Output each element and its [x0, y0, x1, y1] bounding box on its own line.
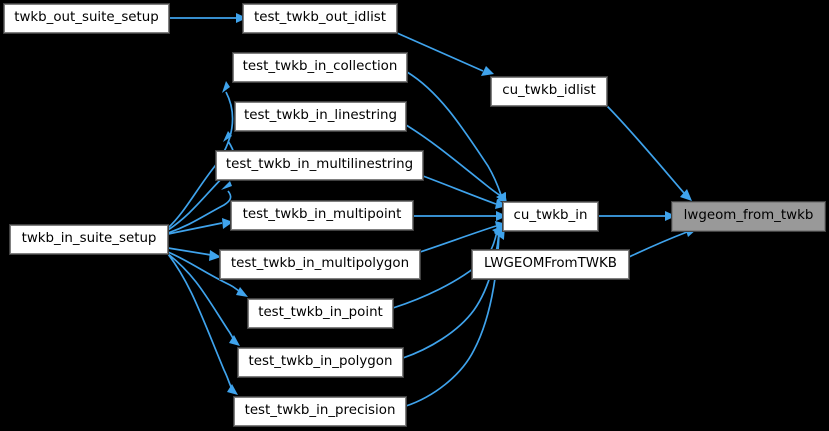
node-label: test_twkb_in_polygon — [248, 354, 393, 370]
node-label: twkb_out_suite_setup — [14, 10, 159, 26]
node-label: test_twkb_in_linestring — [243, 108, 398, 124]
node-label: lwgeom_from_twkb — [683, 208, 814, 224]
node-label: test_twkb_out_idlist — [253, 10, 387, 26]
node-label: test_twkb_in_collection — [242, 59, 398, 75]
arrowhead — [236, 287, 248, 297]
edge-twkb_in_suite_setup-test_twkb_in_multilinestring — [167, 190, 232, 234]
arrowhead — [680, 189, 692, 201]
arrowhead — [229, 335, 240, 346]
arrowhead — [222, 81, 230, 93]
arrowhead — [221, 181, 232, 190]
node-test-twkb-in-multilinestring[interactable]: test_twkb_in_multilinestring — [215, 150, 424, 181]
node-cu-twkb-idlist[interactable]: cu_twkb_idlist — [490, 76, 608, 107]
node-test-twkb-in-linestring[interactable]: test_twkb_in_linestring — [234, 101, 407, 132]
node-twkb-in-suite-setup[interactable]: twkb_in_suite_setup — [9, 224, 169, 255]
arrowhead — [223, 131, 232, 142]
edge-LWGEOMFromTWKB-lwgeom_from_twkb — [628, 231, 688, 258]
node-label: test_twkb_in_multilinestring — [225, 157, 414, 173]
node-label: test_twkb_in_multipolygon — [230, 256, 410, 272]
edge-twkb_in_suite_setup-test_twkb_in_multipolygon — [167, 247, 212, 256]
node-test-twkb-in-polygon[interactable]: test_twkb_in_polygon — [237, 347, 404, 378]
node-label: test_twkb_in_multipoint — [242, 207, 402, 223]
node-label: test_twkb_in_point — [258, 305, 383, 321]
node-test-twkb-in-precision[interactable]: test_twkb_in_precision — [233, 396, 407, 427]
node-lwgeomfromtwkb[interactable]: LWGEOMFromTWKB — [471, 249, 630, 280]
edge-twkb_in_suite_setup-test_twkb_in_multipoint — [167, 222, 223, 235]
node-lwgeom-from-twkb[interactable]: lwgeom_from_twkb — [671, 201, 826, 232]
node-test-twkb-in-collection[interactable]: test_twkb_in_collection — [232, 52, 408, 83]
arrowhead — [227, 384, 238, 395]
node-cu-twkb-in[interactable]: cu_twkb_in — [502, 201, 599, 232]
node-label: cu_twkb_in — [513, 208, 588, 224]
node-label: LWGEOMFromTWKB — [484, 256, 617, 272]
edge-test_twkb_out_idlist-cu_twkb_idlist — [396, 32, 484, 72]
node-test-twkb-out-idlist[interactable]: test_twkb_out_idlist — [242, 3, 398, 34]
arrowhead — [481, 66, 494, 76]
node-test-twkb-in-multipoint[interactable]: test_twkb_in_multipoint — [230, 200, 414, 231]
node-label: test_twkb_in_precision — [244, 403, 396, 419]
edge-test_twkb_in_multilinestring-cu_twkb_in — [422, 175, 497, 205]
edge-cu_twkb_idlist-lwgeom_from_twkb — [606, 105, 685, 194]
edge-test_twkb_in_multipolygon-cu_twkb_in — [419, 225, 497, 253]
node-test-twkb-in-point[interactable]: test_twkb_in_point — [247, 298, 394, 329]
node-test-twkb-in-multipolygon[interactable]: test_twkb_in_multipolygon — [219, 249, 421, 280]
node-label: cu_twkb_idlist — [502, 83, 596, 99]
node-twkb-out-suite-setup[interactable]: twkb_out_suite_setup — [3, 3, 170, 34]
node-label: twkb_in_suite_setup — [21, 231, 157, 247]
